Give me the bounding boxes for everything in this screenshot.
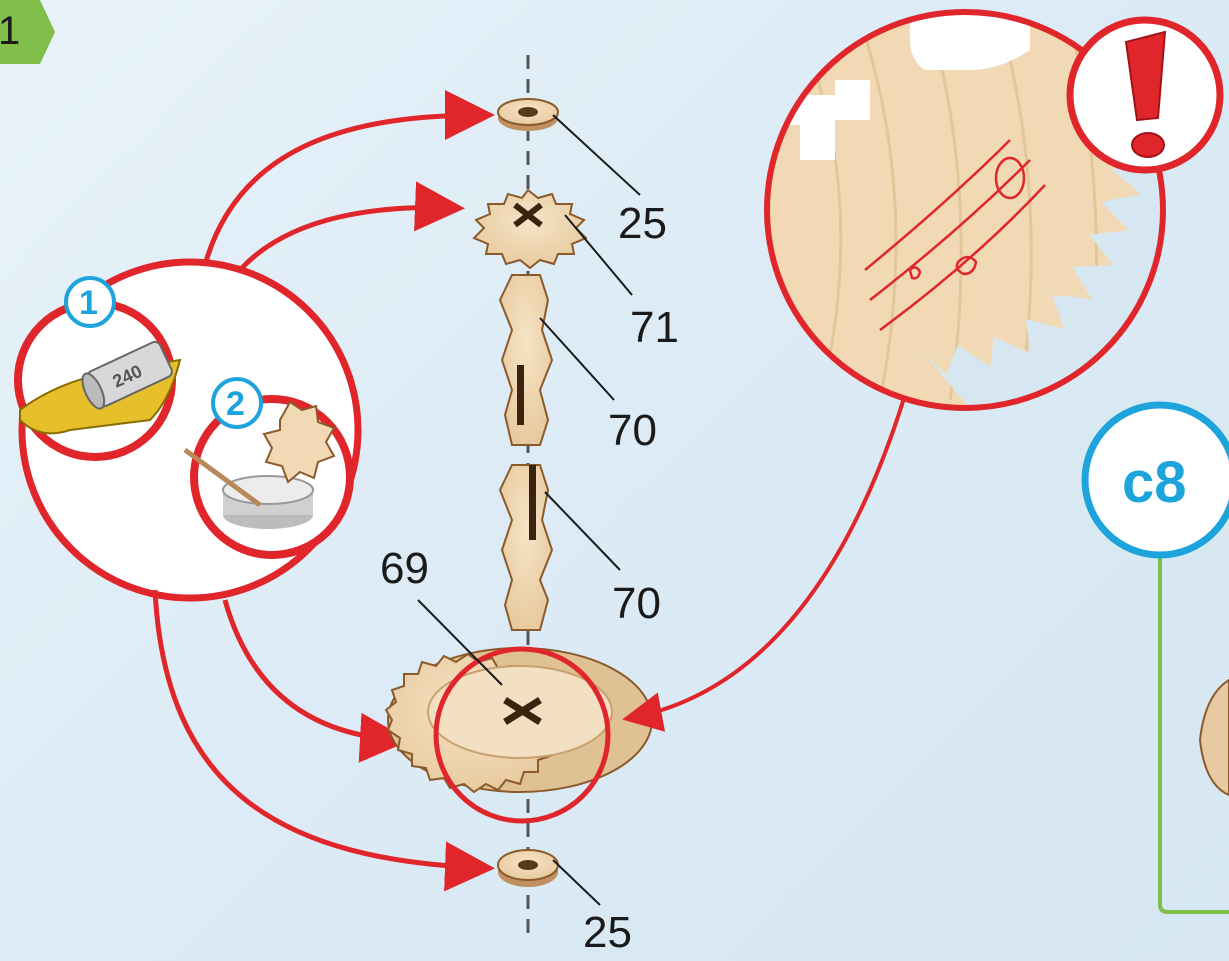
part-25-top (498, 99, 558, 131)
part-69 (386, 648, 652, 792)
part-25-bottom (498, 850, 558, 887)
step-number: 1 (0, 9, 20, 53)
arrow-to-part-69 (225, 600, 400, 740)
step-badge: 1 (0, 0, 55, 64)
label-part-71: 71 (630, 303, 679, 352)
arrow-to-part-71 (240, 208, 455, 270)
part-70-a (500, 275, 552, 445)
warning-icon (1070, 20, 1220, 170)
tips-bubble: 240 1 2 (18, 262, 358, 598)
svg-text:1: 1 (79, 284, 98, 322)
next-step-panel: c8 (1085, 405, 1229, 912)
part-71 (474, 190, 586, 268)
next-step-gear-preview (1200, 680, 1229, 795)
tip-1-marker: 1 (66, 278, 114, 326)
part-70-b (500, 465, 552, 630)
label-part-25-bottom: 25 (583, 908, 632, 957)
arrow-to-part-25-top (205, 115, 485, 265)
next-step-label: c8 (1122, 450, 1187, 515)
label-part-70-a: 70 (608, 406, 657, 455)
tip-2-marker: 2 (213, 379, 261, 427)
arrow-detail-to-gear (630, 395, 905, 718)
svg-text:2: 2 (226, 385, 245, 423)
label-part-70-b: 70 (612, 579, 661, 628)
label-part-69: 69 (380, 544, 429, 593)
label-part-25-top: 25 (618, 199, 667, 248)
